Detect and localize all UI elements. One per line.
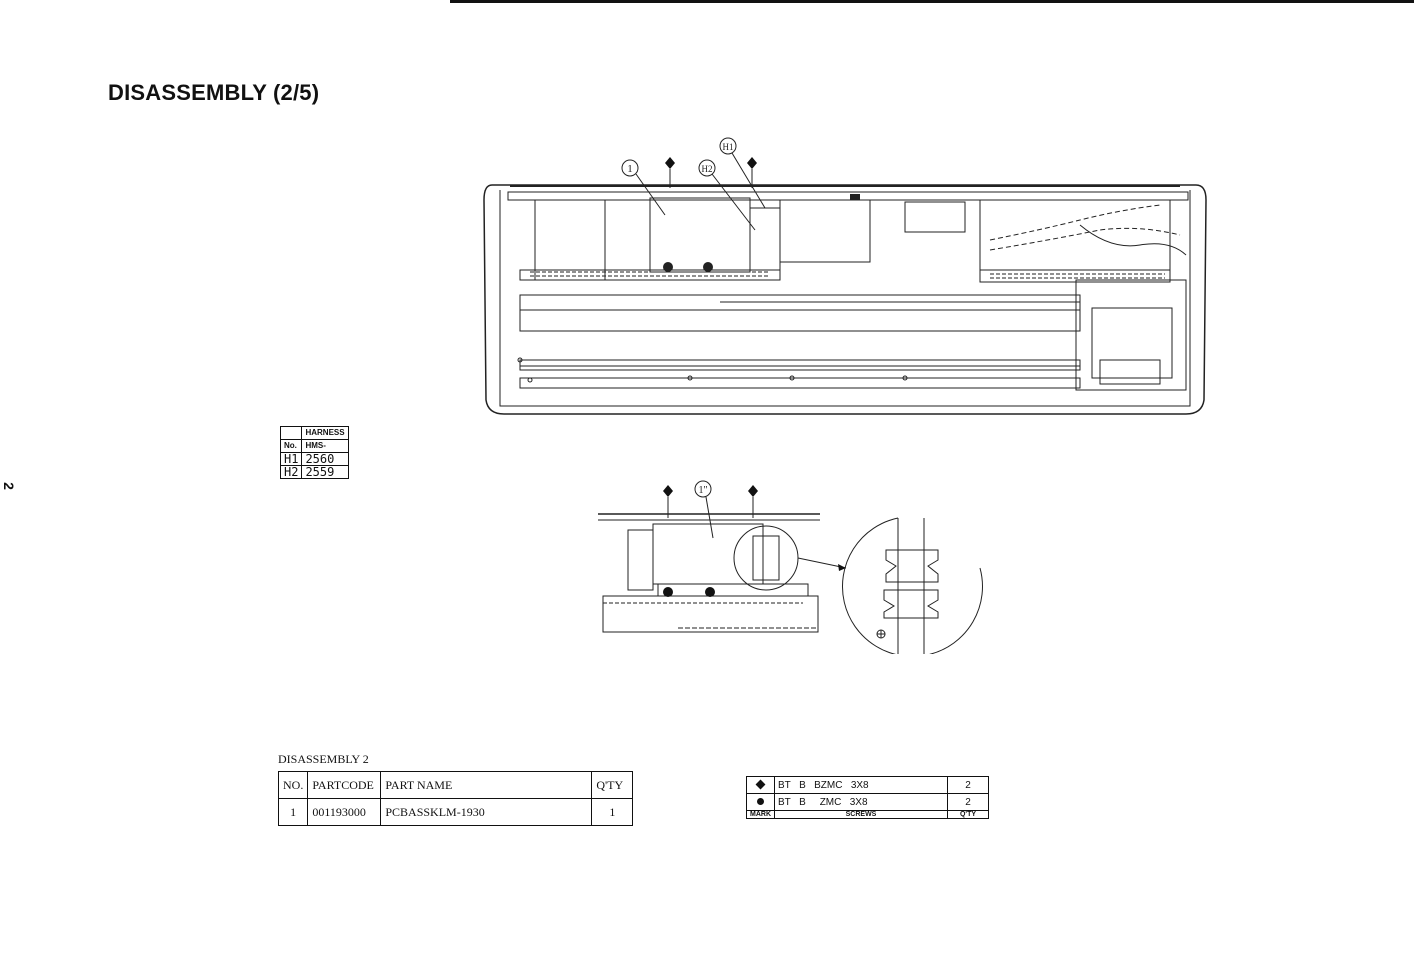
parts-header-no: NO.: [277, 771, 309, 799]
callout-main-part: 1: [627, 163, 633, 175]
screws-footer-qty: Q'TY: [947, 810, 989, 819]
harness-col-prefix: HMS-: [301, 439, 349, 453]
parts-no: 1: [277, 798, 309, 826]
parts-table-caption: DISASSEMBLY 2: [278, 752, 369, 766]
dot-icon: [757, 797, 764, 805]
parts-table: NO. PARTCODE PART NAME Q'TY 1 001193000 …: [277, 771, 634, 826]
parts-header-partname: PART NAME: [380, 771, 593, 799]
screw-mark: [746, 793, 775, 811]
parts-partname: PCBASSKLM-1930: [380, 798, 593, 826]
diamond-icon: [755, 779, 766, 789]
harness-code: 2559: [301, 465, 349, 479]
table-row: BT B BZMC 3X8 2: [746, 776, 989, 794]
screw-mark: [746, 776, 775, 794]
screws-footer-screws: SCREWS: [774, 810, 948, 819]
harness-no: H1: [279, 452, 303, 466]
callout-h1: H1: [723, 142, 734, 152]
screws-footer-mark: MARK: [746, 810, 775, 819]
table-row: 1 001193000 PCBASSKLM-1930 1: [277, 798, 634, 826]
harness-header-label: HARNESS: [301, 426, 349, 440]
callout-detail-part: 1": [698, 485, 707, 496]
parts-header-qty: Q'TY: [591, 771, 634, 799]
detail-diagram: 1": [598, 480, 983, 654]
callout-h2: H2: [702, 164, 713, 174]
page-title: DISASSEMBLY (2/5): [108, 80, 320, 105]
parts-qty: 1: [591, 798, 634, 826]
screws-table: BT B BZMC 3X8 2 BT B ZMC 3X8 2 MARK SCRE…: [746, 776, 989, 819]
screw-spec: BT B BZMC 3X8: [774, 776, 948, 794]
parts-partcode: 001193000: [307, 798, 382, 826]
table-row: H1 2560: [279, 452, 349, 466]
screw-spec: BT B ZMC 3X8: [774, 793, 948, 811]
harness-table: HARNESS No. HMS- H1 2560 H2 2559: [279, 426, 349, 479]
harness-no: H2: [279, 465, 303, 479]
top-rule: [450, 0, 1414, 3]
harness-col-no: No.: [279, 439, 303, 453]
parts-header-partcode: PARTCODE: [307, 771, 382, 799]
table-row: BT B ZMC 3X8 2: [746, 793, 989, 811]
table-row: H2 2559: [279, 465, 349, 479]
harness-code: 2560: [301, 452, 349, 466]
screw-qty: 2: [947, 793, 989, 811]
main-assembly-diagram: 1 H2 H1: [483, 137, 1207, 415]
screw-qty: 2: [947, 776, 989, 794]
page-number: 2: [1, 482, 17, 490]
